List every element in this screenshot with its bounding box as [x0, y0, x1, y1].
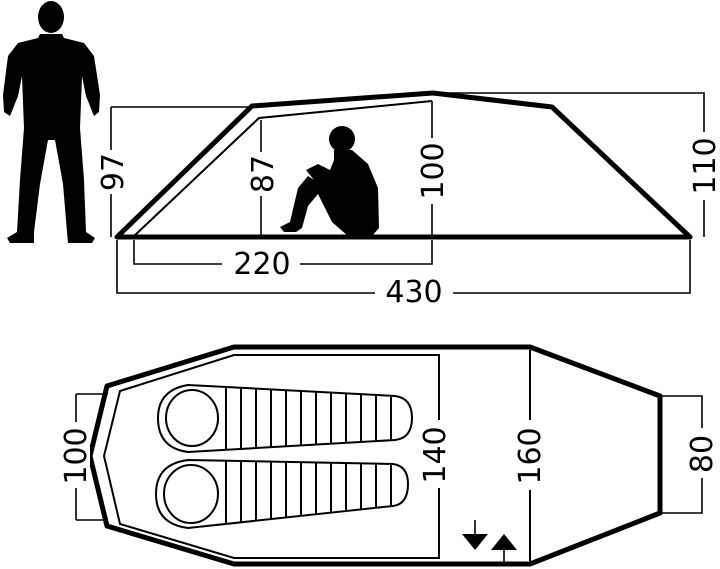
tent-floor-plan: 100 140 160 80 — [59, 344, 720, 567]
dim-width-rear: 80 — [685, 435, 720, 473]
dim-height-left: 97 — [96, 153, 131, 191]
dim-length-inner: 220 — [233, 247, 290, 282]
dim-height-peak: 100 — [416, 142, 451, 199]
dim-width-vestibule: 160 — [513, 427, 548, 484]
tent-footprint-outline — [87, 344, 663, 567]
tent-side-view: 97 87 100 110 220 430 — [96, 90, 720, 310]
entrance-arrows-icon — [462, 520, 517, 564]
dim-height-right: 110 — [688, 137, 720, 194]
dim-width-inner: 140 — [418, 426, 453, 483]
dim-width-front: 100 — [59, 427, 94, 484]
dim-height-inner: 87 — [246, 155, 281, 193]
inner-tent-outline — [132, 100, 433, 238]
sleeping-bag-icon — [156, 383, 414, 454]
dim-length-total: 430 — [385, 275, 442, 310]
inner-tent-floor — [102, 354, 440, 559]
sleeping-bag-icon — [154, 458, 410, 530]
sitting-person-icon — [280, 126, 379, 236]
tent-side-outline — [114, 90, 693, 240]
standing-person-icon — [3, 1, 100, 243]
